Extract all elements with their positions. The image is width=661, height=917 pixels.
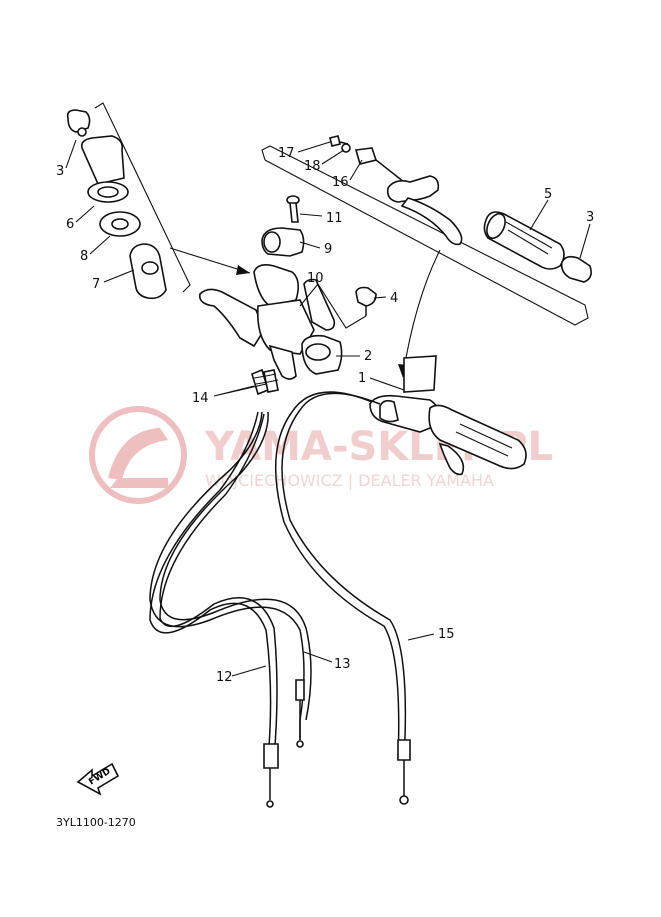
callout-10: 10 bbox=[307, 271, 324, 286]
callout-13: 13 bbox=[334, 657, 351, 672]
left-arrowhead bbox=[236, 265, 250, 275]
watermark-logo bbox=[89, 406, 187, 504]
callout-9: 9 bbox=[324, 242, 332, 257]
part-16-holder bbox=[354, 147, 405, 183]
callout-3-right: 3 bbox=[586, 210, 594, 225]
callout-3-left: 3 bbox=[56, 164, 64, 179]
callout-6: 6 bbox=[66, 217, 74, 232]
callout-5: 5 bbox=[544, 187, 552, 202]
part-3-grip-end-left bbox=[66, 109, 91, 137]
cable-15 bbox=[274, 391, 411, 805]
right-lever bbox=[386, 175, 463, 246]
part-5-grip-right bbox=[483, 211, 565, 270]
part-9-cap bbox=[261, 227, 305, 257]
part-4-bolt bbox=[355, 286, 377, 316]
part-8-washer bbox=[99, 211, 141, 237]
callout-16: 16 bbox=[332, 175, 349, 190]
callout-11: 11 bbox=[326, 211, 343, 226]
callout-14: 14 bbox=[192, 391, 209, 406]
right-group-outline bbox=[261, 145, 589, 326]
part-3-grip-end-right bbox=[560, 255, 592, 283]
part-1-throttle-assembly bbox=[369, 355, 527, 476]
callout-7: 7 bbox=[92, 277, 100, 292]
callout-12: 12 bbox=[216, 670, 233, 685]
left-lever-assembly bbox=[198, 264, 336, 380]
callout-15: 15 bbox=[438, 627, 455, 642]
cable-12-13 bbox=[149, 411, 312, 808]
diagram-code: 3YL1100-1270 bbox=[56, 816, 136, 829]
part-14-adjusters bbox=[251, 368, 279, 396]
part-7-throttle-tube bbox=[129, 243, 167, 300]
part-6-grip-left bbox=[80, 135, 129, 203]
left-group-outline bbox=[94, 102, 191, 293]
callout-18: 18 bbox=[304, 159, 321, 174]
part-11-screw bbox=[286, 195, 300, 223]
leader-lines bbox=[65, 139, 591, 677]
left-arrow bbox=[169, 247, 251, 274]
part-2-clamp bbox=[301, 334, 343, 375]
callout-17: 17 bbox=[278, 146, 295, 161]
callout-2: 2 bbox=[364, 349, 372, 364]
fwd-arrow: FWD bbox=[76, 762, 120, 796]
callout-4: 4 bbox=[390, 291, 398, 306]
callout-numbers: 3 6 8 7 17 18 16 5 3 11 9 10 4 2 1 14 12… bbox=[56, 146, 594, 685]
watermark-subtitle: WOJCIECHOWICZ | DEALER YAMAHA bbox=[205, 471, 494, 490]
callout-8: 8 bbox=[80, 249, 88, 264]
callout-1: 1 bbox=[358, 371, 366, 386]
